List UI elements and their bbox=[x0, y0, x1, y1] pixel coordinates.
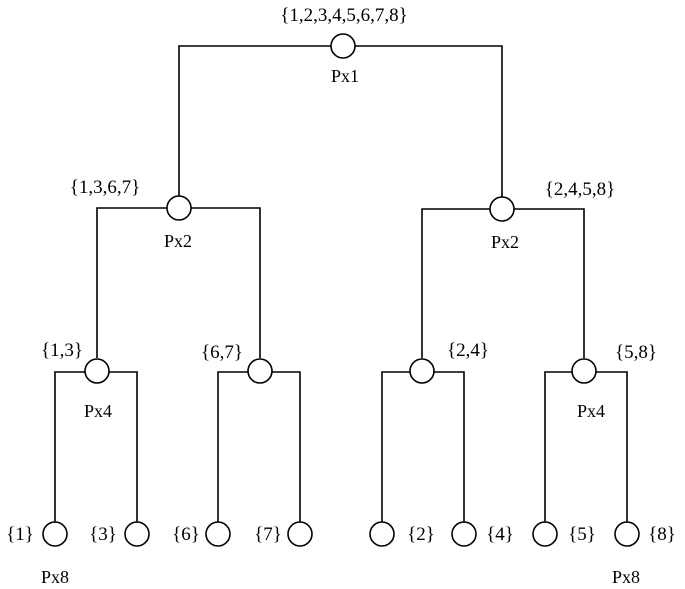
edge-l1b-left bbox=[421, 208, 490, 358]
leaf-5-set-label: {5} bbox=[568, 524, 596, 545]
edge-13-right bbox=[109, 371, 138, 522]
leaf-7-set-label: {7} bbox=[254, 524, 282, 545]
edge-root-right bbox=[355, 45, 503, 197]
edge-l1a-right bbox=[191, 207, 261, 358]
level2-13-set-label: {1,3} bbox=[41, 340, 83, 361]
level2-58-proc-label: Px4 bbox=[577, 401, 605, 421]
node-root bbox=[330, 33, 356, 59]
leaf-3-set-label: {3} bbox=[89, 524, 117, 545]
node-level1-left bbox=[166, 195, 192, 221]
level1-right-proc-label: Px2 bbox=[491, 232, 519, 252]
edge-l1b-right bbox=[514, 208, 585, 358]
leaf-8-set-label: {8} bbox=[648, 524, 676, 545]
node-leaf-4 bbox=[451, 521, 477, 547]
leaf-left-proc-label: Px8 bbox=[41, 567, 69, 587]
node-leaf-2 bbox=[369, 521, 395, 547]
leaf-2-set-label: {2} bbox=[407, 524, 435, 545]
node-leaf-1 bbox=[42, 521, 68, 547]
node-leaf-8 bbox=[614, 521, 640, 547]
tree-nodes bbox=[42, 33, 640, 547]
level2-67-set-label: {6,7} bbox=[201, 342, 243, 363]
edge-67-left bbox=[217, 371, 248, 522]
node-leaf-5 bbox=[532, 521, 558, 547]
level1-left-set-label: {1,3,6,7} bbox=[70, 177, 141, 198]
node-level2-24 bbox=[409, 358, 435, 384]
edge-58-left bbox=[544, 371, 572, 522]
edge-l1a-left bbox=[96, 207, 167, 358]
node-level2-58 bbox=[571, 358, 597, 384]
root-proc-label: Px1 bbox=[331, 66, 359, 86]
node-level1-right bbox=[489, 196, 515, 222]
tree-edges bbox=[54, 45, 628, 522]
node-leaf-3 bbox=[124, 521, 150, 547]
leaf-4-set-label: {4} bbox=[486, 524, 514, 545]
leaf-6-set-label: {6} bbox=[172, 524, 200, 545]
edge-13-left bbox=[54, 371, 85, 522]
level2-13-proc-label: Px4 bbox=[84, 401, 112, 421]
node-leaf-7 bbox=[287, 521, 313, 547]
edge-67-right bbox=[272, 371, 301, 522]
level2-24-set-label: {2,4} bbox=[447, 340, 489, 361]
level1-left-proc-label: Px2 bbox=[164, 231, 192, 251]
node-level2-67 bbox=[247, 358, 273, 384]
leaf-1-set-label: {1} bbox=[6, 524, 34, 545]
edge-24-left bbox=[381, 371, 410, 522]
edge-58-right bbox=[596, 371, 628, 522]
level1-right-set-label: {2,4,5,8} bbox=[545, 179, 616, 200]
node-level2-13 bbox=[84, 358, 110, 384]
node-leaf-6 bbox=[205, 521, 231, 547]
processor-labels: Px1 Px2 Px2 Px4 Px4 Px8 Px8 bbox=[41, 66, 640, 587]
leaf-right-proc-label: Px8 bbox=[612, 567, 640, 587]
set-labels: {1,2,3,4,5,6,7,8} {1,3,6,7} {2,4,5,8} {1… bbox=[6, 5, 676, 545]
edge-root-left bbox=[178, 45, 331, 196]
edge-24-right bbox=[434, 371, 465, 522]
root-set-label: {1,2,3,4,5,6,7,8} bbox=[280, 5, 408, 26]
level2-58-set-label: {5,8} bbox=[615, 342, 657, 363]
